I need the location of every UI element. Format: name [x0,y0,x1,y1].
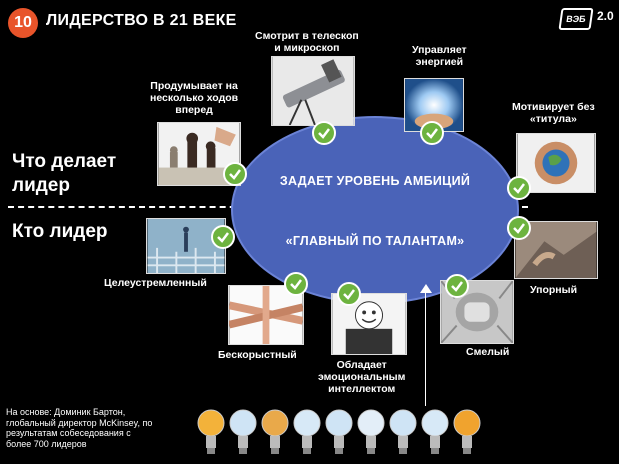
hands-together-image [228,285,304,345]
lightbulb-icon [325,409,353,454]
section-label-who: Кто лидер [12,221,108,242]
maze-image [146,218,226,274]
label-chess: Продумывает на несколько ходов вперед [150,80,239,116]
check-icon [507,216,531,240]
lightbulb-icon [389,409,417,454]
section-label-what: Что делает лидер [12,151,117,196]
label-emotional: Обладает эмоциональным интеллектом [318,359,406,395]
check-icon [312,121,336,145]
lightbulb-icon [357,409,385,454]
check-icon [223,162,247,186]
label-brave: Смелый [466,346,510,358]
label-telescope: Смотрит в телескоп и микроскоп [255,30,359,54]
check-icon [211,225,235,249]
lightbulb-icon [421,409,449,454]
lightbulb-icon [197,409,225,454]
arrow-up-icon [420,284,432,293]
globe-hands-image [516,133,596,193]
smiley-mask-image [331,293,407,355]
logo-version: 2.0 [597,9,614,23]
central-ellipse [231,116,519,304]
lightbulb-icon [261,409,289,454]
check-icon [284,272,308,296]
lightbulb-icon [229,409,257,454]
label-motivate: Мотивирует без «титула» [512,101,595,125]
check-icon [420,121,444,145]
arrow-line [425,290,426,406]
ellipse-text-ambitions: ЗАДАЕТ УРОВЕНЬ АМБИЦИЙ [279,174,471,188]
lightbulb-icon [293,409,321,454]
lightbulb-icon [453,409,481,454]
ellipse-text-talents: «ГЛАВНЫЙ ПО ТАЛАНТАМ» [285,234,465,248]
veb-logo: ВЭБ [558,8,594,30]
label-purposeful: Целеустремленный [104,277,207,289]
check-icon [337,282,361,306]
check-icon [445,274,469,298]
label-selfless: Бескорыстный [218,349,297,361]
telescope-image [271,56,355,126]
check-icon [507,176,531,200]
source-note: На основе: Доминик Бартон, глобальный ди… [6,407,153,449]
label-energy: Управляет энергией [412,44,467,68]
label-persistent: Упорный [530,284,578,296]
slide-number-badge: 10 [8,8,38,38]
slide-title: ЛИДЕРСТВО В 21 ВЕКЕ [46,12,237,29]
